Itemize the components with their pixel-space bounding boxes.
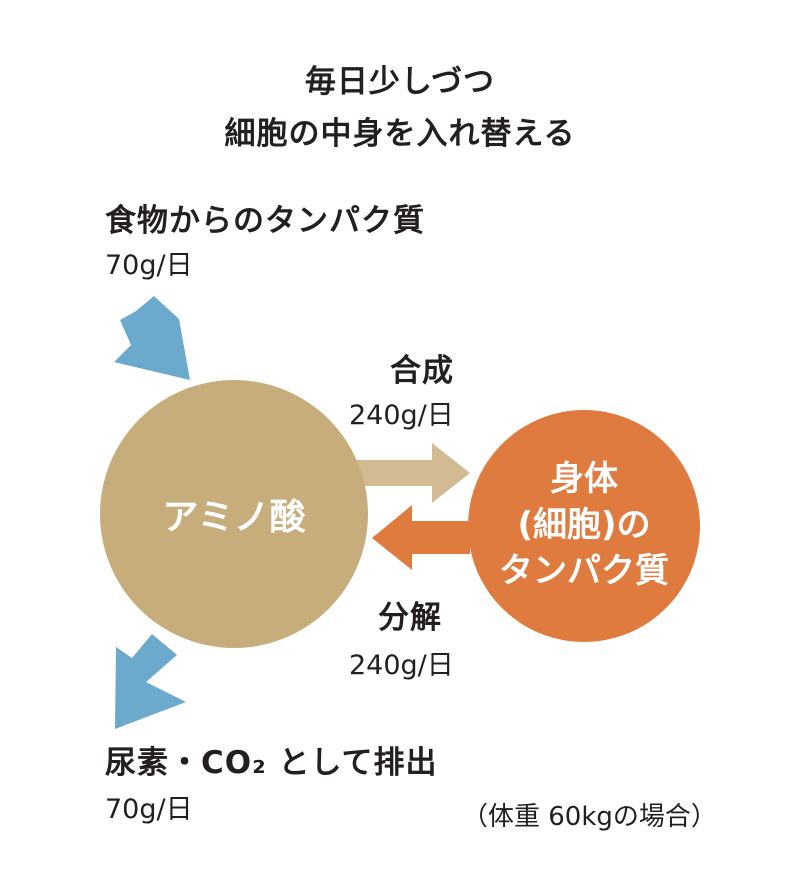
amino-acid-circle: アミノ酸 — [100, 380, 368, 648]
body-protein-circle: 身体 (細胞)の タンパク質 — [468, 410, 700, 642]
excretion-arrow — [115, 634, 186, 729]
amino-acid-label: アミノ酸 — [162, 497, 306, 538]
synthesis-label: 合成 — [390, 353, 454, 389]
body-protein-line-3: タンパク質 — [499, 550, 669, 591]
body-protein-line-2: (細胞)の — [517, 505, 651, 546]
intake-rate: 70g/日 — [105, 250, 193, 281]
breakdown-arrow — [372, 505, 470, 570]
intake-label: 食物からのタンパク質 — [105, 203, 425, 239]
body-protein-line-1: 身体 — [550, 459, 618, 500]
synthesis-rate: 240g/日 — [349, 400, 454, 431]
body-weight-note: （体重 60kgの場合） — [462, 802, 717, 832]
intake-arrow — [114, 296, 190, 380]
title-line-2: 細胞の中身を入れ替える — [224, 116, 576, 152]
excretion-label: 尿素・CO₂ として排出 — [105, 745, 438, 781]
breakdown-label: 分解 — [378, 600, 442, 636]
synthesis-arrow — [352, 443, 470, 503]
excretion-rate: 70g/日 — [105, 794, 193, 825]
breakdown-rate: 240g/日 — [349, 650, 454, 681]
title-line-1: 毎日少しづつ — [304, 64, 496, 100]
